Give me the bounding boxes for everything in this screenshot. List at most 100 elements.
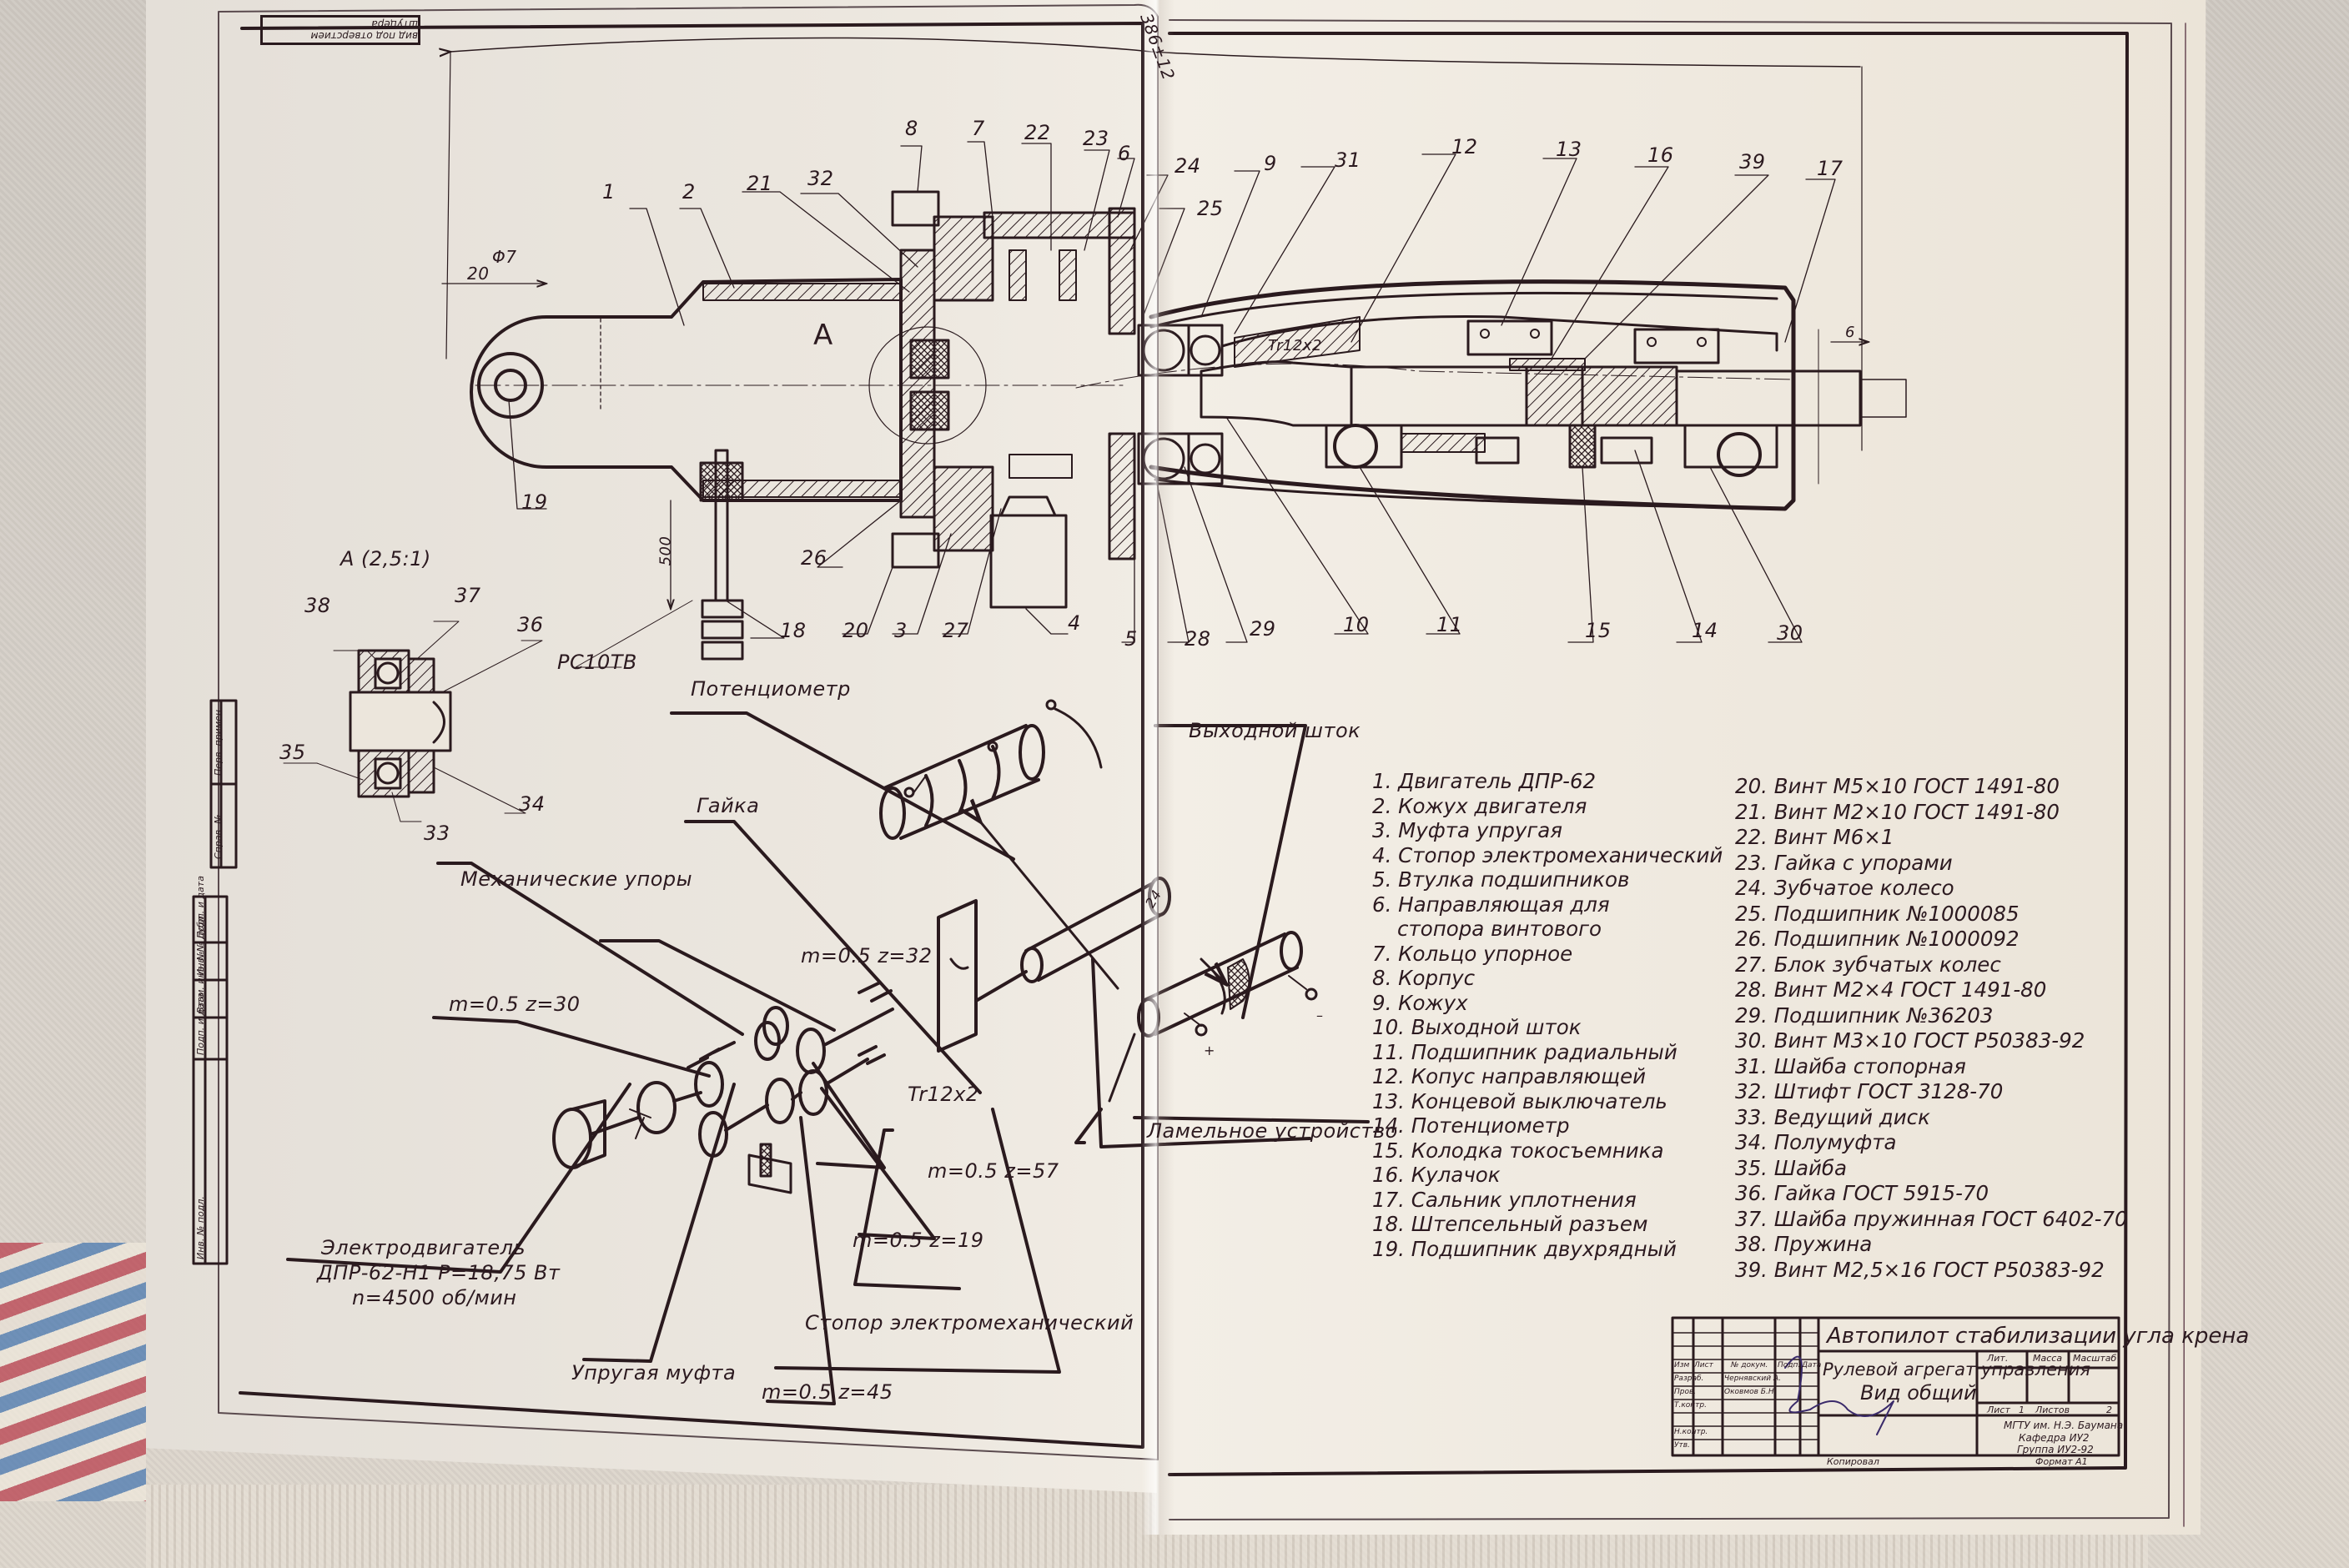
orientation-stamp: вид под отверстием штуцера	[260, 15, 420, 45]
sheet-label: Лист	[1987, 1405, 2010, 1415]
parts-list-right: 20. Винт М5×10 ГОСТ 1491-80 21. Винт М2×…	[1735, 774, 2128, 1283]
label-lamel-device: Ламельное устройство	[1147, 1119, 1398, 1143]
drawing-name-line2: Вид общий	[1860, 1381, 1977, 1405]
parts-list-item: 6. Направляющая для	[1372, 892, 1610, 917]
drawing-sheet-right	[1157, 0, 2206, 1535]
parts-list-item: 10. Выходной шток	[1372, 1015, 1582, 1039]
callout-23: 23	[1083, 127, 1109, 150]
role-norm-control: Н.контр.	[1674, 1428, 1708, 1436]
scale-label: Масштаб	[2073, 1353, 2117, 1364]
parts-list-item: 17. Сальник уплотнения	[1372, 1187, 1637, 1212]
callout-21: 21	[747, 172, 773, 195]
side-strip-grid	[192, 699, 238, 1265]
callout-8: 8	[905, 117, 918, 140]
callout-leaders	[441, 141, 1869, 643]
parts-list-item: 32. Штифт ГОСТ 3128-70	[1735, 1079, 2004, 1103]
parts-list-left: 1. Двигатель ДПР-62 2. Кожух двигателя 3…	[1372, 769, 1723, 1261]
callout-18: 18	[780, 619, 807, 642]
signature	[1784, 1355, 1894, 1435]
callout-39: 39	[1739, 150, 1766, 173]
parts-list-item: 16. Кулачок	[1372, 1163, 1501, 1187]
label-electromechanical-brake: Стопор электромеханический	[805, 1311, 1134, 1334]
callout-22: 22	[1024, 121, 1051, 144]
parts-list-item: 39. Винт М2,5×16 ГОСТ Р50383-92	[1735, 1257, 2105, 1282]
section-marker-a: A	[813, 319, 833, 352]
callout-31: 31	[1335, 148, 1361, 172]
parts-list-item: 35. Шайба	[1735, 1155, 1848, 1180]
label-gear-z57: m=0.5 z=57	[928, 1159, 1059, 1183]
sheets-label: Листов	[2035, 1405, 2070, 1415]
callout-13: 13	[1556, 138, 1582, 161]
parts-list-item: 30. Винт М3×10 ГОСТ Р50383-92	[1735, 1028, 2085, 1053]
parts-list-item: 25. Подшипник №1000085	[1735, 901, 2020, 926]
side-strip-orig-inv: Инв. № подл.	[195, 1196, 206, 1259]
label-motor-power: ДПР-62-Н1 Р=18,75 Вт	[317, 1261, 561, 1284]
parts-list-item: 21. Винт М2×10 ГОСТ 1491-80	[1735, 799, 2060, 824]
parts-list-item: 15. Колодка токосъемника	[1372, 1138, 1664, 1163]
parts-list-item: 12. Копус направляющей	[1372, 1064, 1647, 1088]
callout-34: 34	[519, 792, 546, 816]
callout-30: 30	[1777, 621, 1803, 645]
parts-list-item: 20. Винт М5×10 ГОСТ 1491-80	[1735, 774, 2060, 798]
parts-list-item: 1. Двигатель ДПР-62	[1372, 769, 1597, 793]
drawing-name-line1: Рулевой агрегат управления	[1823, 1359, 2091, 1380]
callout-33: 33	[424, 822, 450, 845]
col-header-sign: Подп.	[1778, 1361, 1801, 1369]
col-header-sheet: Лист	[1694, 1361, 1713, 1369]
col-header-date: Дата	[1802, 1361, 1822, 1369]
parts-list-item: 9. Кожух	[1372, 990, 1468, 1015]
label-motor-speed: n=4500 об/мин	[352, 1286, 517, 1309]
callout-6: 6	[1118, 142, 1131, 165]
output-rod-section	[1075, 279, 1907, 511]
lit-label: Лит.	[1987, 1353, 2009, 1364]
label-minus: –	[1316, 1008, 1324, 1023]
parts-list-item: 24. Зубчатое колесо	[1735, 876, 1954, 900]
org-university: МГТУ им. Н.Э. Баумана	[2004, 1420, 2124, 1431]
org-department: Кафедра ИУ2	[2019, 1432, 2090, 1444]
label-nut: Гайка	[697, 794, 760, 817]
page-fold	[1141, 0, 1174, 1535]
parts-list-item: 37. Шайба пружинная ГОСТ 6402-70	[1735, 1206, 2128, 1231]
callout-9: 9	[1264, 152, 1277, 175]
callout-7: 7	[972, 117, 985, 140]
label-output-rod: Выходной шток	[1189, 719, 1361, 742]
side-strip-sign-date-2: Подп. и дата	[195, 993, 206, 1055]
dimension-500: 500	[656, 535, 675, 566]
callout-32: 32	[807, 167, 834, 190]
callout-10: 10	[1343, 613, 1370, 636]
label-gear-z32: m=0.5 z=32	[801, 944, 933, 967]
side-strip-ref-no: Справ. №	[213, 814, 224, 859]
label-motor-name: Электродвигатель	[321, 1236, 526, 1259]
callout-24: 24	[1174, 154, 1201, 178]
lace-fabric	[0, 1243, 146, 1501]
kinematic-scheme	[286, 699, 1370, 1405]
sheets-total: 2	[2106, 1405, 2112, 1415]
callout-14: 14	[1692, 619, 1718, 642]
side-strip-first-use: Перв. примен.	[213, 706, 224, 776]
label-gear-z30: m=0.5 z=30	[449, 993, 581, 1016]
parts-list-item: 26. Подшипник №1000092	[1735, 927, 2020, 951]
callout-29: 29	[1250, 617, 1276, 641]
parts-list-item: стопора винтового	[1397, 917, 1602, 941]
callout-19: 19	[521, 490, 548, 514]
parts-list-item: 14. Потенциометр	[1372, 1113, 1570, 1138]
motor-housing-section	[470, 190, 1136, 661]
callout-25: 25	[1197, 197, 1224, 220]
parts-list-item: 27. Блок зубчатых колес	[1735, 952, 2001, 977]
callout-15: 15	[1585, 619, 1612, 642]
parts-list-item: 18. Штепсельный разъем	[1372, 1212, 1648, 1236]
parts-list-item: 7. Кольцо упорное	[1372, 941, 1573, 966]
parts-list-item: 19. Подшипник двухрядный	[1372, 1236, 1677, 1261]
callout-38: 38	[304, 594, 331, 617]
callout-36: 36	[517, 613, 544, 636]
label-gear-z45: m=0.5 z=45	[762, 1380, 893, 1404]
parts-list-item: 33. Ведущий диск	[1735, 1104, 1930, 1129]
person-checker: Оковмов Б.Н.	[1724, 1388, 1777, 1396]
callout-1: 1	[602, 180, 616, 204]
title-block-grid	[1671, 1316, 2120, 1457]
parts-list-item: 29. Подшипник №36203	[1735, 1003, 1994, 1028]
callout-27: 27	[943, 619, 969, 642]
callout-20: 20	[843, 619, 869, 642]
role-approved: Утв.	[1674, 1441, 1690, 1450]
